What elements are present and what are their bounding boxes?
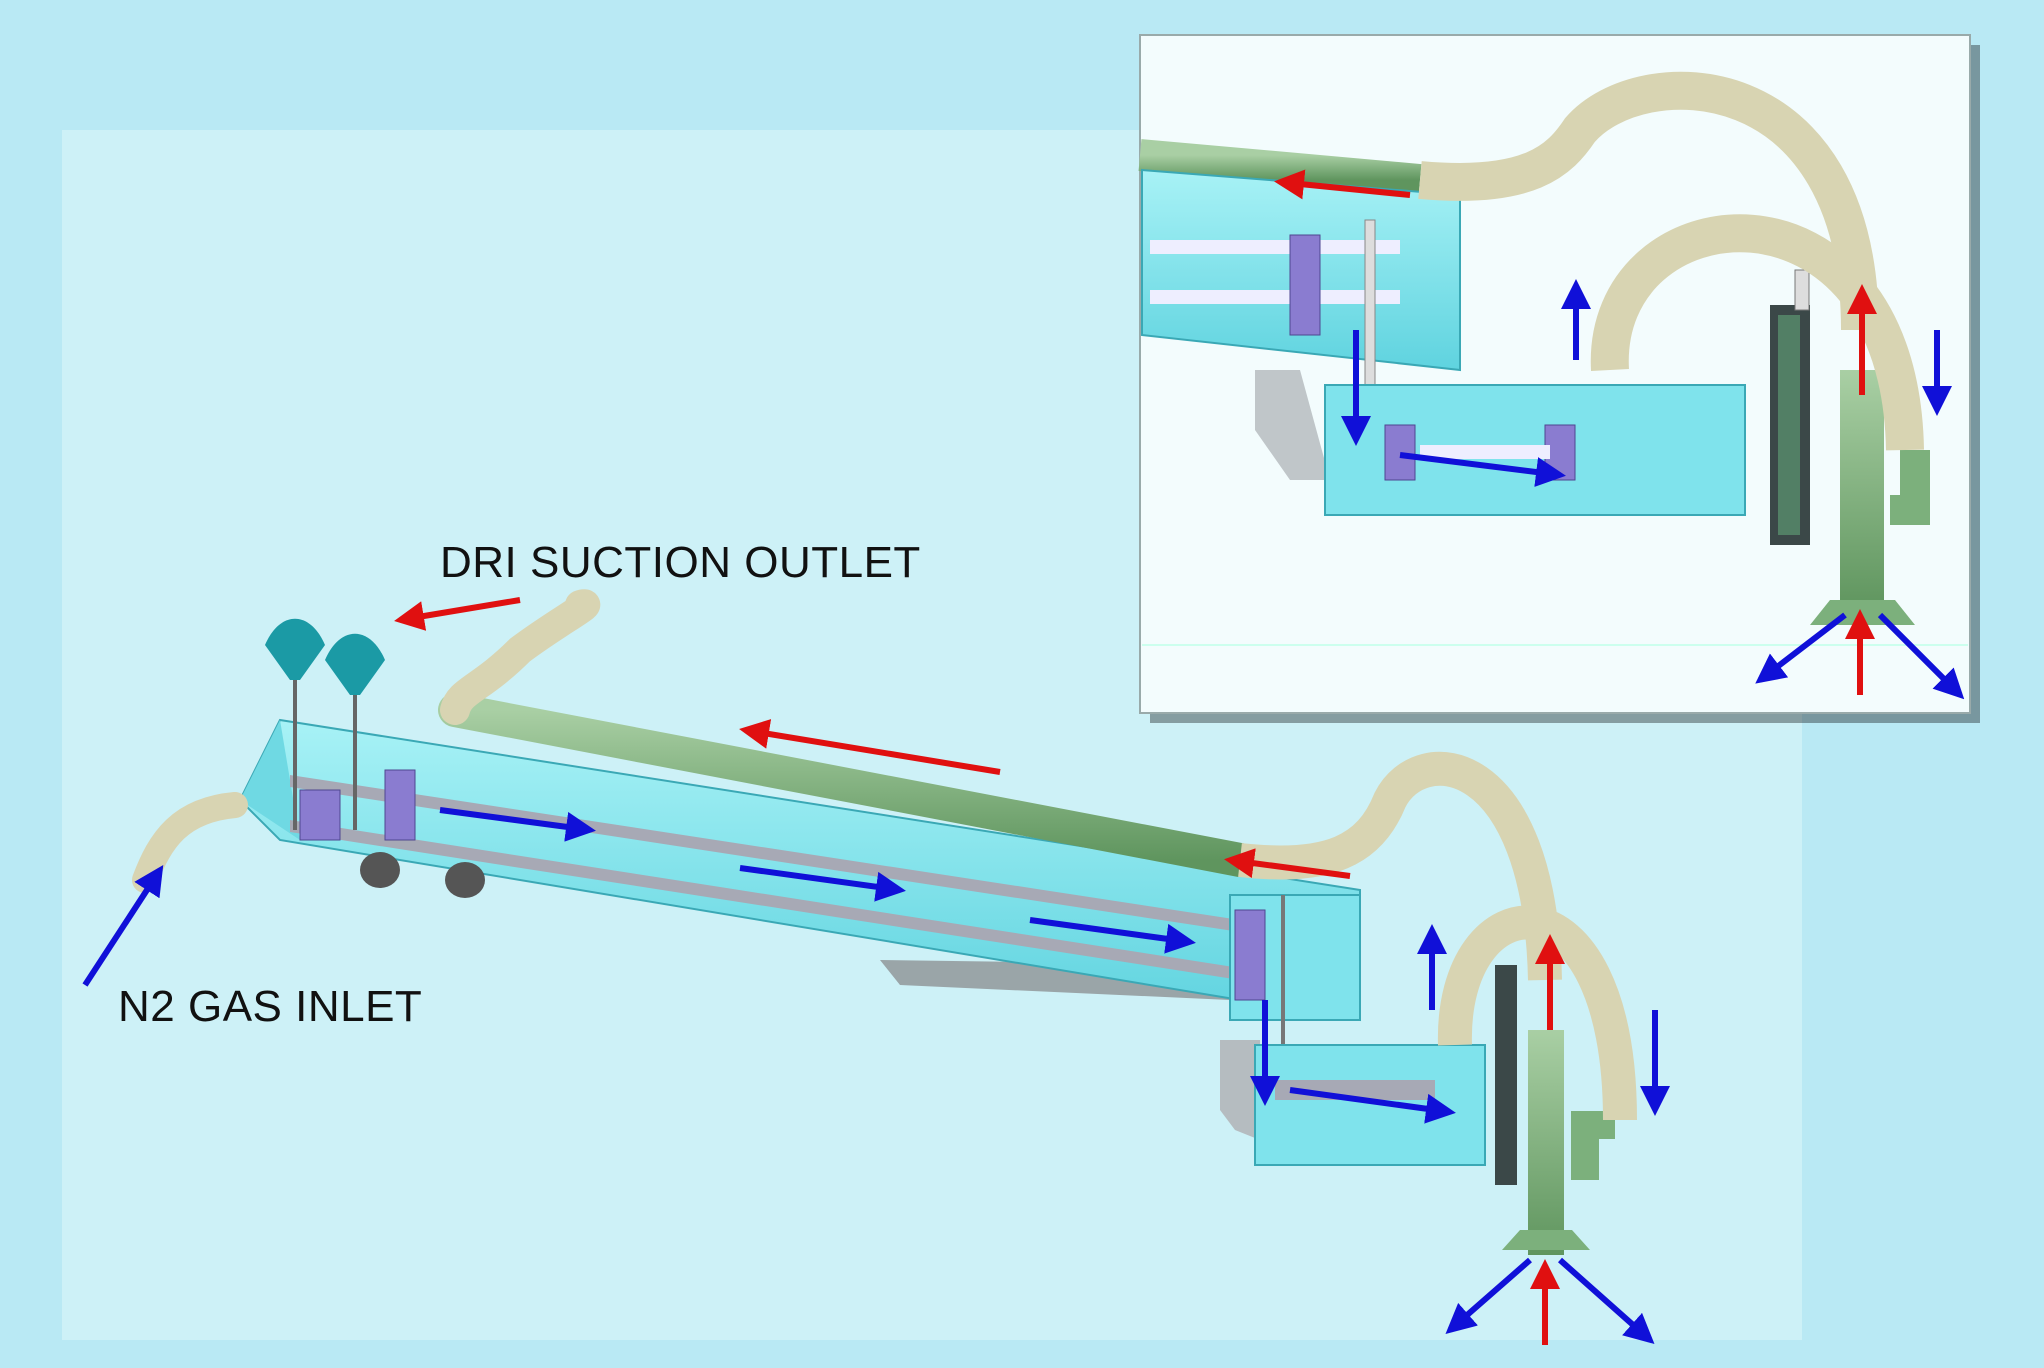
suction-pipe <box>438 693 1257 877</box>
outlet-label: DRI SUCTION OUTLET <box>440 538 921 587</box>
flow-arrow-red <box>1274 169 1411 200</box>
inset-side-pipe <box>1890 450 1930 525</box>
flow-arrow-red <box>739 719 1001 775</box>
inset-nozzle-pipe <box>1840 370 1884 610</box>
upper-hose <box>1238 751 1562 981</box>
flow-arrow-blue <box>1029 917 1196 954</box>
inset-rail-1 <box>1150 240 1400 254</box>
inset-suction-pipe <box>1138 139 1422 196</box>
flow-arrow-blue <box>1399 452 1566 487</box>
inset-lower-piston-1 <box>1384 424 1416 481</box>
outlet-hose <box>440 589 601 725</box>
rail-top <box>290 775 1240 932</box>
inlet-label: N2 GAS INLET <box>118 982 423 1031</box>
flow-arrow-blue <box>1558 1257 1655 1344</box>
flow-arrow-blue <box>1877 612 1965 700</box>
piston-left-b <box>384 769 416 841</box>
flow-arrow-blue <box>1755 612 1847 684</box>
flow-arrow-red <box>1224 848 1351 879</box>
wheel-2 <box>445 862 485 898</box>
rail-bottom <box>290 820 1240 980</box>
inset-lower-hose <box>1590 214 1924 451</box>
inset-cylinder <box>1770 305 1810 545</box>
inset-cylinder-cap <box>1794 269 1810 311</box>
inset-detail-view <box>1138 34 1980 723</box>
inset-lower-rail <box>1420 445 1550 459</box>
cylinder <box>1495 965 1517 1185</box>
lower-housing <box>1254 1044 1486 1166</box>
valve-handle-icon <box>265 618 385 830</box>
piston-right <box>1234 909 1266 1001</box>
flow-arrow-blue <box>82 864 164 987</box>
nozzle-tip <box>1502 1230 1590 1250</box>
inset-piston <box>1289 234 1321 336</box>
housing-nose <box>240 720 300 840</box>
flow-arrow-red <box>394 597 521 631</box>
inset-upper-hose <box>1418 71 1879 331</box>
flow-arrow-blue <box>739 865 906 902</box>
flow-arrow-blue <box>1445 1257 1532 1334</box>
inset-rail-2 <box>1150 290 1400 304</box>
wheel-1 <box>360 852 400 888</box>
elbow-shroud <box>1220 1040 1260 1140</box>
piston-left-a <box>299 789 341 841</box>
flow-arrow-blue <box>439 807 596 842</box>
nozzle-pipe <box>1528 1030 1564 1255</box>
main-lance-view <box>82 589 1670 1345</box>
flow-arrow-blue <box>1289 1087 1456 1124</box>
side-pipe <box>1571 1111 1615 1180</box>
inset-elbow-shroud <box>1255 370 1330 480</box>
lower-hose <box>1437 905 1637 1121</box>
